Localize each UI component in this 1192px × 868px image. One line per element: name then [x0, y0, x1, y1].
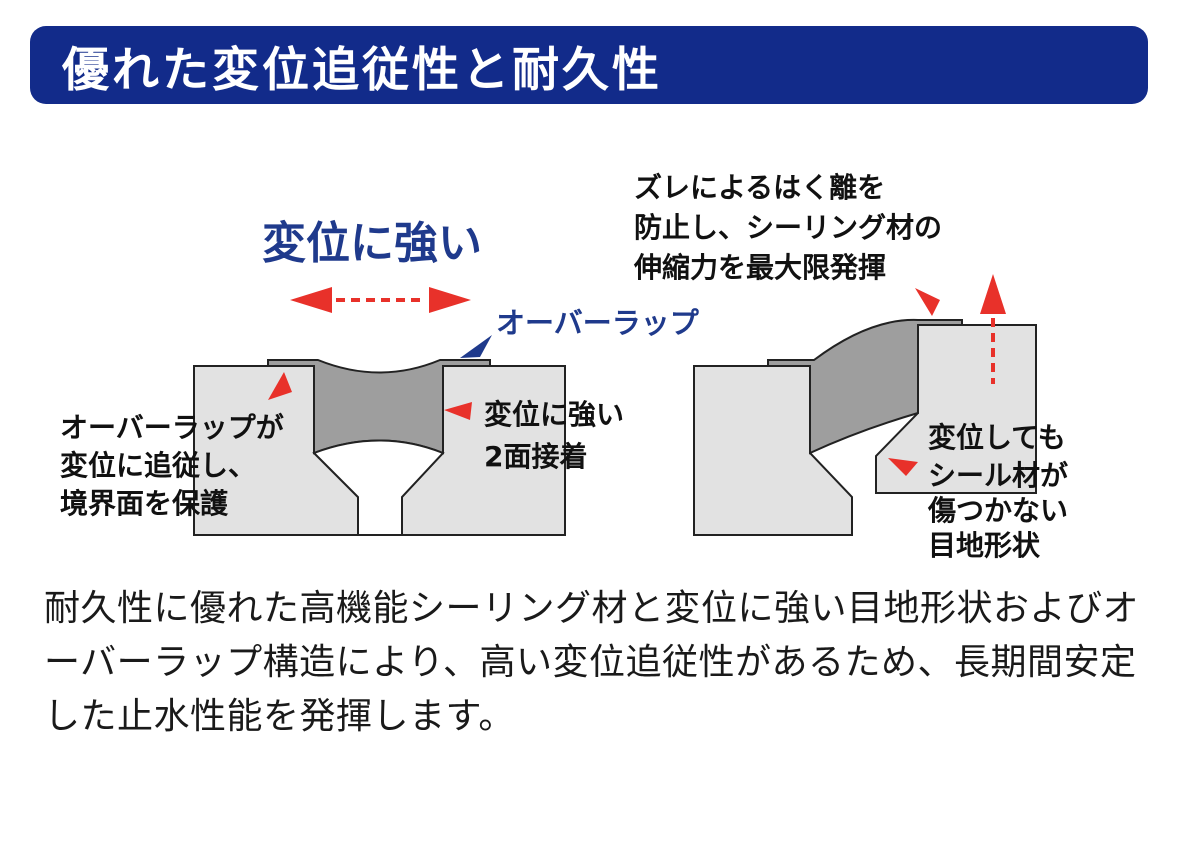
overlap-label: オーバーラップ	[496, 306, 700, 340]
pointer-arrow-icon	[444, 402, 472, 420]
right-note-line-1: 変位に強い	[484, 398, 624, 431]
joint-note-line-2: シール材が	[928, 459, 1068, 492]
title-banner: 優れた変位追従性と耐久性	[30, 26, 1148, 104]
page-title: 優れた変位追従性と耐久性	[62, 42, 662, 98]
joint-diagram: 変位に強い オーバーラップ オーバーラップが 変位に追従し、 境界面を保護 変位…	[60, 171, 1068, 562]
pointer-arrow-icon	[915, 288, 940, 316]
description-text: 耐久性に優れた高機能シーリング材と変位に強い目地形状およびオーバーラップ構造によ…	[44, 588, 1140, 737]
left-joint-figure	[193, 359, 566, 536]
left-cavity	[312, 439, 445, 536]
pointer-arrow-icon	[460, 335, 492, 358]
upward-arrow-icon	[980, 274, 1006, 384]
top-note-line-3: 伸縮力を最大限発揮	[633, 251, 886, 284]
pointer-arrow-icon	[268, 372, 292, 400]
double-headed-arrow-icon	[290, 287, 471, 313]
joint-note-line-1: 変位しても	[928, 421, 1066, 454]
top-note-line-2: 防止し、シーリング材の	[634, 211, 942, 244]
joint-note-line-3: 傷つかない	[927, 494, 1068, 527]
left-note-line-2: 変位に追従し、	[60, 449, 256, 482]
pointer-arrow-icon	[888, 458, 918, 476]
displacement-heading: 変位に強い	[262, 218, 482, 269]
left-note-line-3: 境界面を保護	[60, 487, 229, 520]
right-note-line-2: 2面接着	[484, 440, 587, 473]
left-note-line-1: オーバーラップが	[60, 411, 284, 444]
top-note-line-1: ズレによるはく離を	[634, 171, 885, 204]
right-sealant	[767, 318, 963, 455]
joint-note-line-4: 目地形状	[928, 529, 1041, 562]
right-joint-figure	[693, 318, 1037, 536]
